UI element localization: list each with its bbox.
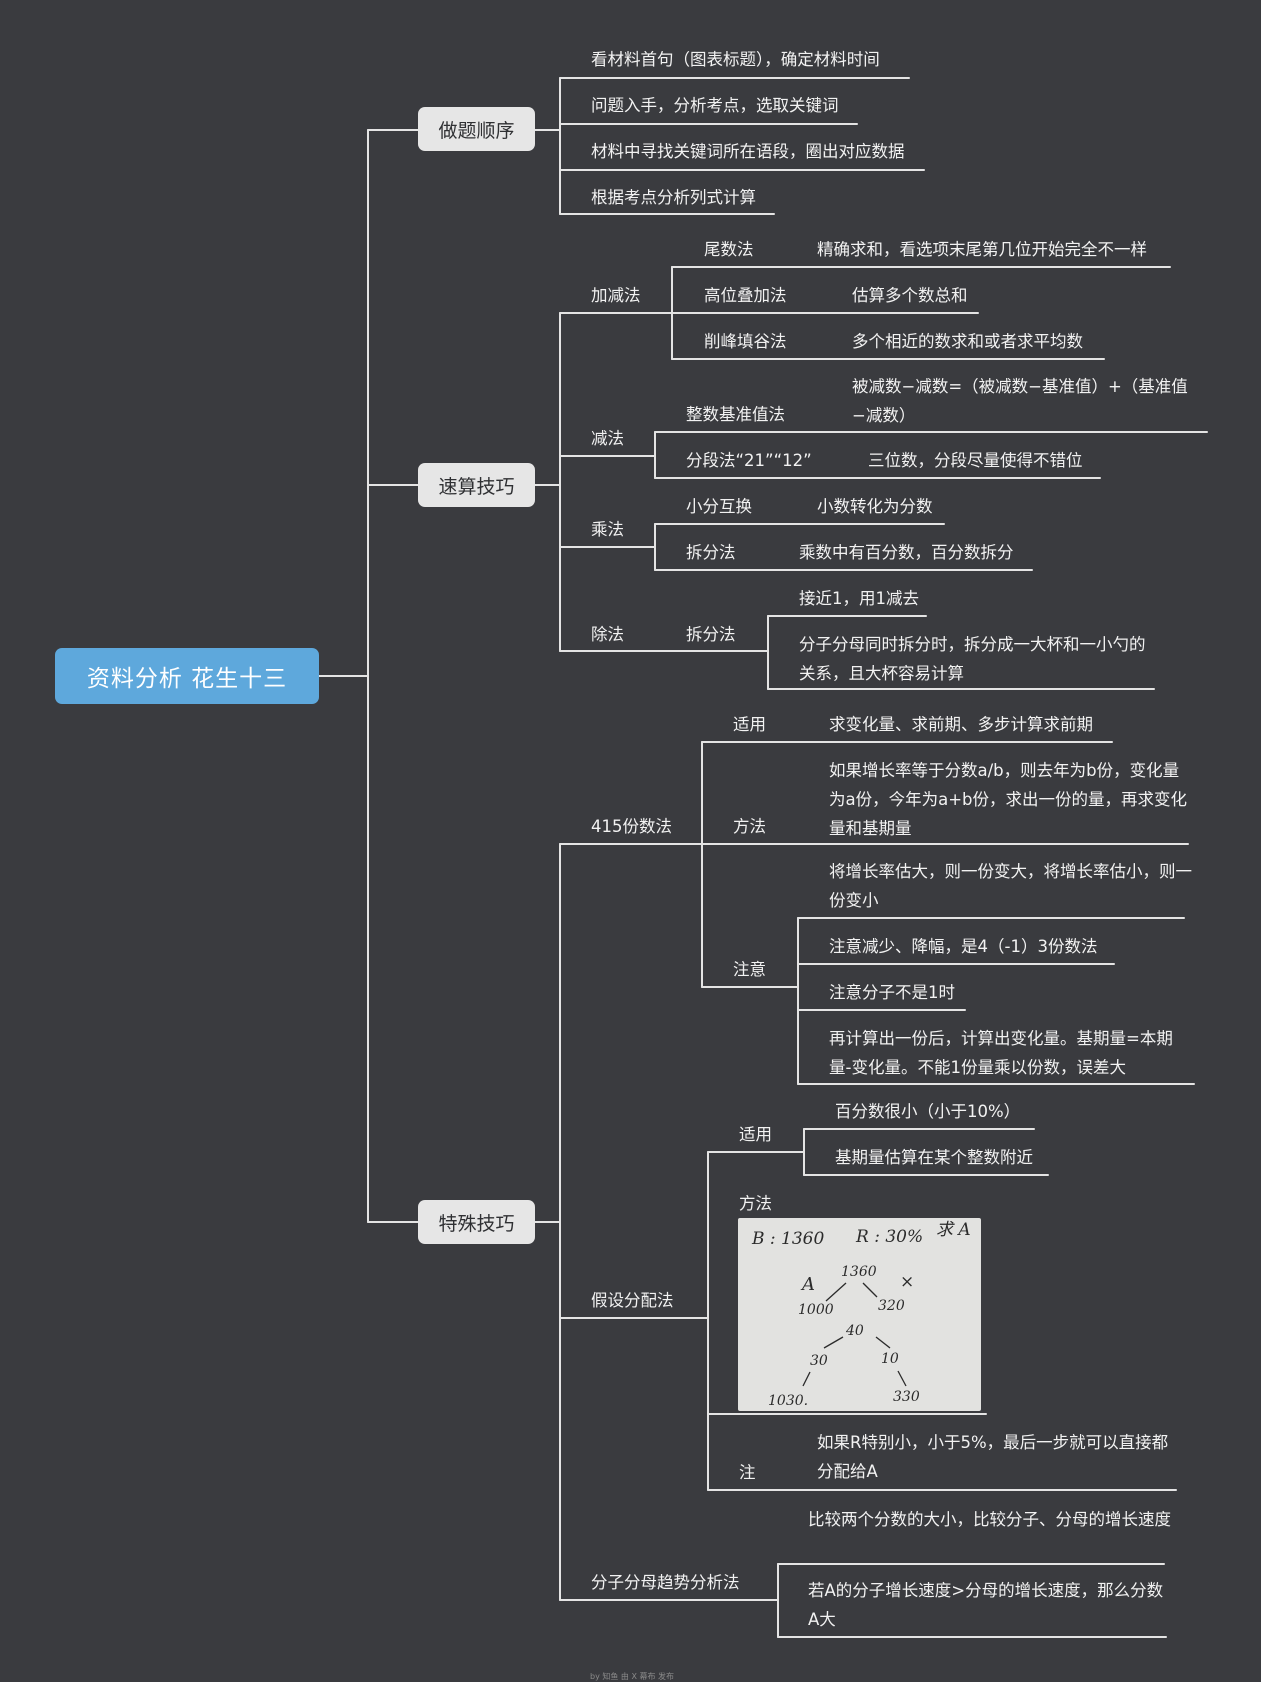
special-assume-label[interactable]: 假设分配法 (591, 1291, 674, 1310)
speed-mul-method[interactable]: 小分互换 (686, 497, 752, 516)
special-assume-method-label[interactable]: 方法 (739, 1194, 772, 1213)
branch-speed[interactable]: 速算技巧 (418, 463, 535, 507)
speed-div-method[interactable]: 拆分法 (686, 625, 736, 644)
special-415-method[interactable]: 如果增长率等于分数a/b，则去年为b份，变化量为a份，今年为a+b份，求出一份的… (829, 761, 1188, 838)
speed-div-desc[interactable]: 分子分母同时拆分时，拆分成一大杯和一小勺的关系，且大杯容易计算 (799, 635, 1146, 683)
special-assume-apply[interactable]: 基期量估算在某个整数附近 (835, 1148, 1033, 1167)
branch-special[interactable]: 特殊技巧 (418, 1200, 535, 1244)
special-assume-apply[interactable]: 百分数很小（小于10%） (835, 1102, 1021, 1121)
speed-mul-label[interactable]: 乘法 (591, 520, 624, 539)
sketch-text: × (900, 1272, 914, 1292)
special-415-method-label[interactable]: 方法 (733, 817, 766, 836)
speed-mul-desc[interactable]: 小数转化为分数 (817, 497, 933, 516)
branch-order[interactable]: 做题顺序 (418, 107, 535, 151)
order-item[interactable]: 材料中寻找关键词所在语段，圈出对应数据 (591, 142, 905, 161)
sketch-text: 求 A (936, 1220, 971, 1240)
order-item[interactable]: 根据考点分析列式计算 (591, 188, 756, 207)
speed-add-desc[interactable]: 多个相近的数求和或者求平均数 (852, 332, 1083, 351)
speed-add-method[interactable]: 削峰填谷法 (704, 332, 787, 351)
speed-sub-method[interactable]: 分段法“21”“12” (686, 451, 812, 470)
order-item[interactable]: 看材料首句（图表标题），确定材料时间 (591, 50, 880, 69)
special-assume-note[interactable]: 如果R特别小，小于5%，最后一步就可以直接都分配给A (817, 1433, 1169, 1481)
speed-div-label[interactable]: 除法 (591, 625, 624, 644)
speed-add-desc[interactable]: 估算多个数总和 (852, 286, 968, 305)
speed-mul-method[interactable]: 拆分法 (686, 543, 736, 562)
special-415-note[interactable]: 注意减少、降幅，是4（-1）3份数法 (829, 937, 1098, 956)
special-assume-apply-label[interactable]: 适用 (739, 1125, 772, 1144)
special-415-label[interactable]: 415份数法 (591, 817, 672, 836)
sketch-text: B : 1360 (751, 1229, 824, 1249)
special-trend-item[interactable]: 比较两个分数的大小，比较分子、分母的增长速度 (808, 1510, 1171, 1529)
sketch-text: 1030. (768, 1393, 808, 1409)
special-415-note-label[interactable]: 注意 (733, 960, 766, 979)
sketch-text: R : 30% (855, 1227, 923, 1247)
speed-sub-desc[interactable]: 三位数，分段尽量使得不错位 (868, 451, 1083, 470)
special-trend-item[interactable]: 若A的分子增长速度>分母的增长速度，那么分数A大 (808, 1581, 1164, 1629)
sketch-text: 320 (878, 1298, 905, 1314)
sketch-text: 10 (881, 1351, 899, 1367)
special-415-apply[interactable]: 求变化量、求前期、多步计算求前期 (829, 715, 1093, 734)
handwritten-sketch-image: B : 1360 R : 30% 求 A 1360 A × 1000 320 4… (738, 1218, 981, 1411)
sketch-text: 1000 (798, 1302, 834, 1318)
speed-add-desc[interactable]: 精确求和，看选项末尾第几位开始完全不一样 (817, 240, 1147, 259)
speed-mul-desc[interactable]: 乘数中有百分数，百分数拆分 (799, 543, 1014, 562)
special-415-note[interactable]: 注意分子不是1时 (829, 983, 955, 1002)
speed-div-desc[interactable]: 接近1，用1减去 (799, 589, 919, 608)
root-node[interactable]: 资料分析 花生十三 (55, 648, 319, 704)
sketch-text: 330 (893, 1389, 920, 1405)
sketch-text: 30 (810, 1353, 828, 1369)
speed-sub-desc[interactable]: 被减数−减数=（被减数−基准值）+（基准值−减数） (852, 377, 1188, 425)
speed-sub-method[interactable]: 整数基准值法 (686, 405, 785, 424)
sketch-text: 1360 (841, 1264, 877, 1280)
sketch-text: A (800, 1274, 815, 1295)
footer-credit: by 知鱼 由 X 幕布 发布 (590, 1672, 675, 1681)
speed-add-method[interactable]: 高位叠加法 (704, 286, 787, 305)
speed-sub-label[interactable]: 减法 (591, 429, 624, 448)
order-item[interactable]: 问题入手，分析考点，选取关键词 (591, 96, 839, 115)
sketch-text: 40 (845, 1323, 864, 1339)
special-415-apply-label[interactable]: 适用 (733, 715, 766, 734)
speed-add-method[interactable]: 尾数法 (704, 240, 754, 259)
special-415-note[interactable]: 将增长率估大，则一份变大，将增长率估小，则一份变小 (829, 862, 1192, 910)
special-assume-note-label[interactable]: 注 (739, 1463, 756, 1482)
speed-add-label[interactable]: 加减法 (591, 286, 641, 305)
special-trend-label[interactable]: 分子分母趋势分析法 (591, 1573, 740, 1592)
special-415-note[interactable]: 再计算出一份后，计算出变化量。基期量=本期量-变化量。不能1份量乘以份数，误差大 (829, 1029, 1173, 1077)
